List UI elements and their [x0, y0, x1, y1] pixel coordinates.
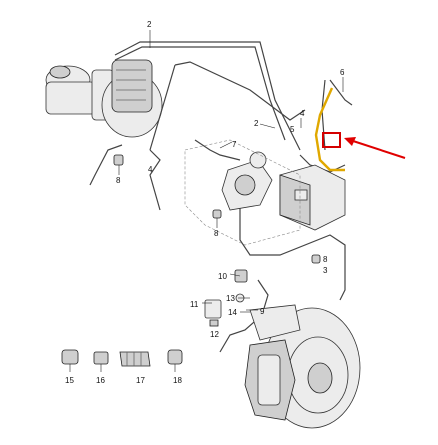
- highlight-box: [322, 132, 341, 148]
- part-16: [93, 351, 109, 372]
- part-15: [61, 349, 79, 372]
- wheel-sensor-assembly: [204, 269, 269, 353]
- label-14: 14: [228, 308, 237, 317]
- label-11: 11: [190, 300, 199, 309]
- label-6: 6: [340, 68, 345, 77]
- clip-8-top: [113, 154, 124, 175]
- label-10: 10: [218, 272, 227, 281]
- bracket-outline: [184, 139, 301, 246]
- abs-unit: [279, 164, 346, 231]
- label-9: 9: [260, 307, 265, 316]
- valve-block: [221, 151, 273, 211]
- label-2-lower: 2: [254, 119, 259, 128]
- label-15: 15: [65, 376, 74, 385]
- label-8-mid: 8: [214, 229, 219, 238]
- part-17: [119, 351, 151, 367]
- highlighted-brake-pipe: [314, 87, 345, 172]
- label-12: 12: [210, 330, 219, 339]
- label-5: 5: [290, 125, 295, 134]
- label-4-left: 4: [148, 165, 153, 174]
- clip-8-right: [311, 254, 321, 264]
- label-16: 16: [96, 376, 105, 385]
- red-arrow: [344, 137, 406, 159]
- label-2: 2: [147, 20, 152, 29]
- label-13: 13: [226, 294, 235, 303]
- label-17: 17: [136, 376, 145, 385]
- label-18: 18: [173, 376, 182, 385]
- label-3: 3: [323, 266, 328, 275]
- label-4: 4: [300, 109, 305, 118]
- brake-caliper: [244, 339, 296, 421]
- label-7: 7: [232, 140, 237, 149]
- clip-8-mid: [212, 209, 222, 228]
- master-cylinder-assembly: [45, 59, 163, 138]
- wheel-hub-shield: [249, 304, 301, 341]
- part-18: [167, 349, 183, 372]
- leader-lines: [149, 30, 344, 313]
- label-8-right: 8: [323, 255, 328, 264]
- label-8-top: 8: [116, 176, 121, 185]
